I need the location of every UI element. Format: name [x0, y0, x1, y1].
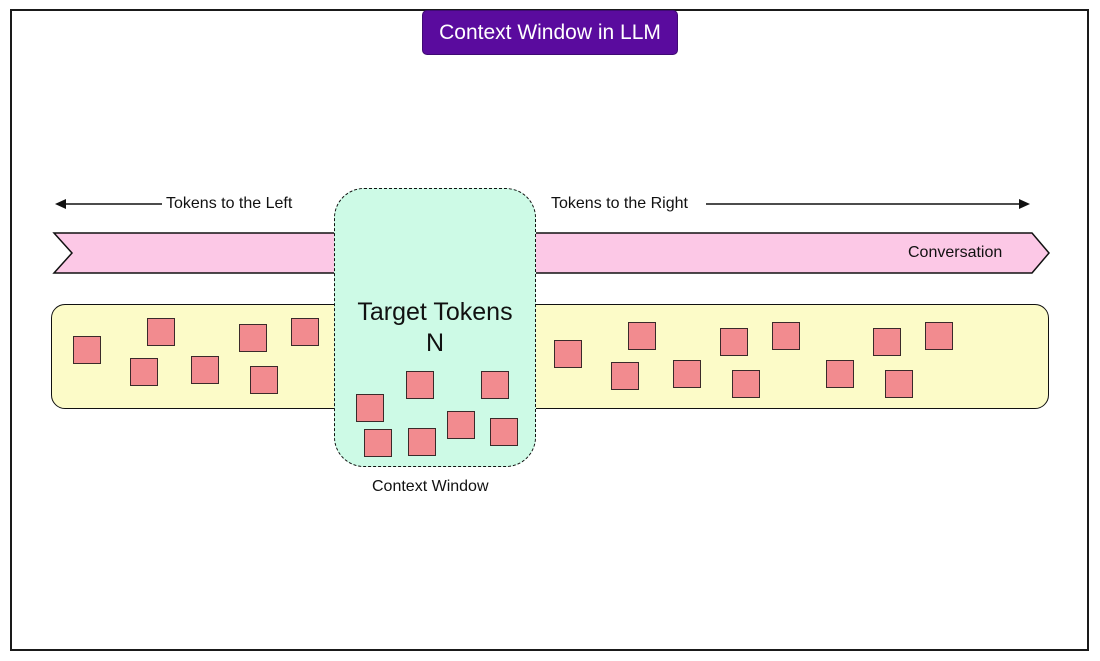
token: [628, 322, 656, 350]
target-token: [356, 394, 384, 422]
token: [772, 322, 800, 350]
token: [239, 324, 267, 352]
token: [191, 356, 219, 384]
token: [720, 328, 748, 356]
conversation-label: Conversation: [908, 244, 1003, 261]
token: [673, 360, 701, 388]
token: [291, 318, 319, 346]
target-tokens-label: Target Tokens N: [334, 297, 536, 359]
token: [147, 318, 175, 346]
token: [73, 336, 101, 364]
tokens-right-label: Tokens to the Right: [549, 195, 690, 213]
target-token: [481, 371, 509, 399]
left-direction-arrow: [55, 199, 162, 209]
target-token: [364, 429, 392, 457]
right-direction-arrow: [706, 199, 1030, 209]
token: [250, 366, 278, 394]
target-token: [408, 428, 436, 456]
token: [732, 370, 760, 398]
token: [885, 370, 913, 398]
token: [826, 360, 854, 388]
target-token: [406, 371, 434, 399]
token: [554, 340, 582, 368]
token: [925, 322, 953, 350]
diagram-title: Context Window in LLM: [422, 10, 678, 55]
conversation-arrow: [52, 232, 1050, 274]
token: [130, 358, 158, 386]
target-token: [447, 411, 475, 439]
target-tokens-n: N: [425, 329, 445, 357]
token: [873, 328, 901, 356]
target-token: [490, 418, 518, 446]
target-tokens-text: Target Tokens: [357, 298, 513, 326]
context-window-label: Context Window: [372, 478, 489, 495]
token: [611, 362, 639, 390]
tokens-left-label: Tokens to the Left: [164, 195, 295, 213]
